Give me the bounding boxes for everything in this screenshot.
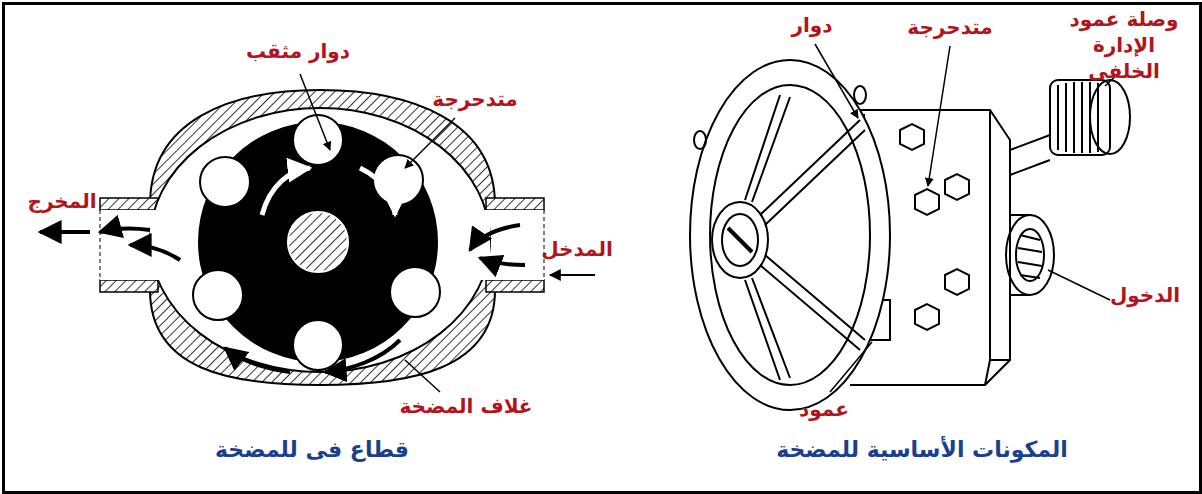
figure-caption: قطاع فى للمضخة: [215, 436, 409, 465]
part-label: متدحرجة: [907, 14, 993, 40]
part-label: وصلة عمود الإدارة الخلفى: [1054, 6, 1194, 84]
part-label: متدحرجة: [432, 86, 518, 112]
figure-caption: المكونات الأساسية للمضخة: [776, 436, 1068, 465]
part-label: المخرج: [27, 188, 96, 214]
part-label: الدخول: [1110, 282, 1180, 308]
part-label: غلاف المضخة: [399, 393, 532, 419]
part-label: المدخل: [541, 236, 613, 262]
part-label: دوار مثقب: [246, 38, 350, 64]
part-label: دوار: [791, 12, 832, 38]
part-label: عمود: [799, 396, 849, 422]
